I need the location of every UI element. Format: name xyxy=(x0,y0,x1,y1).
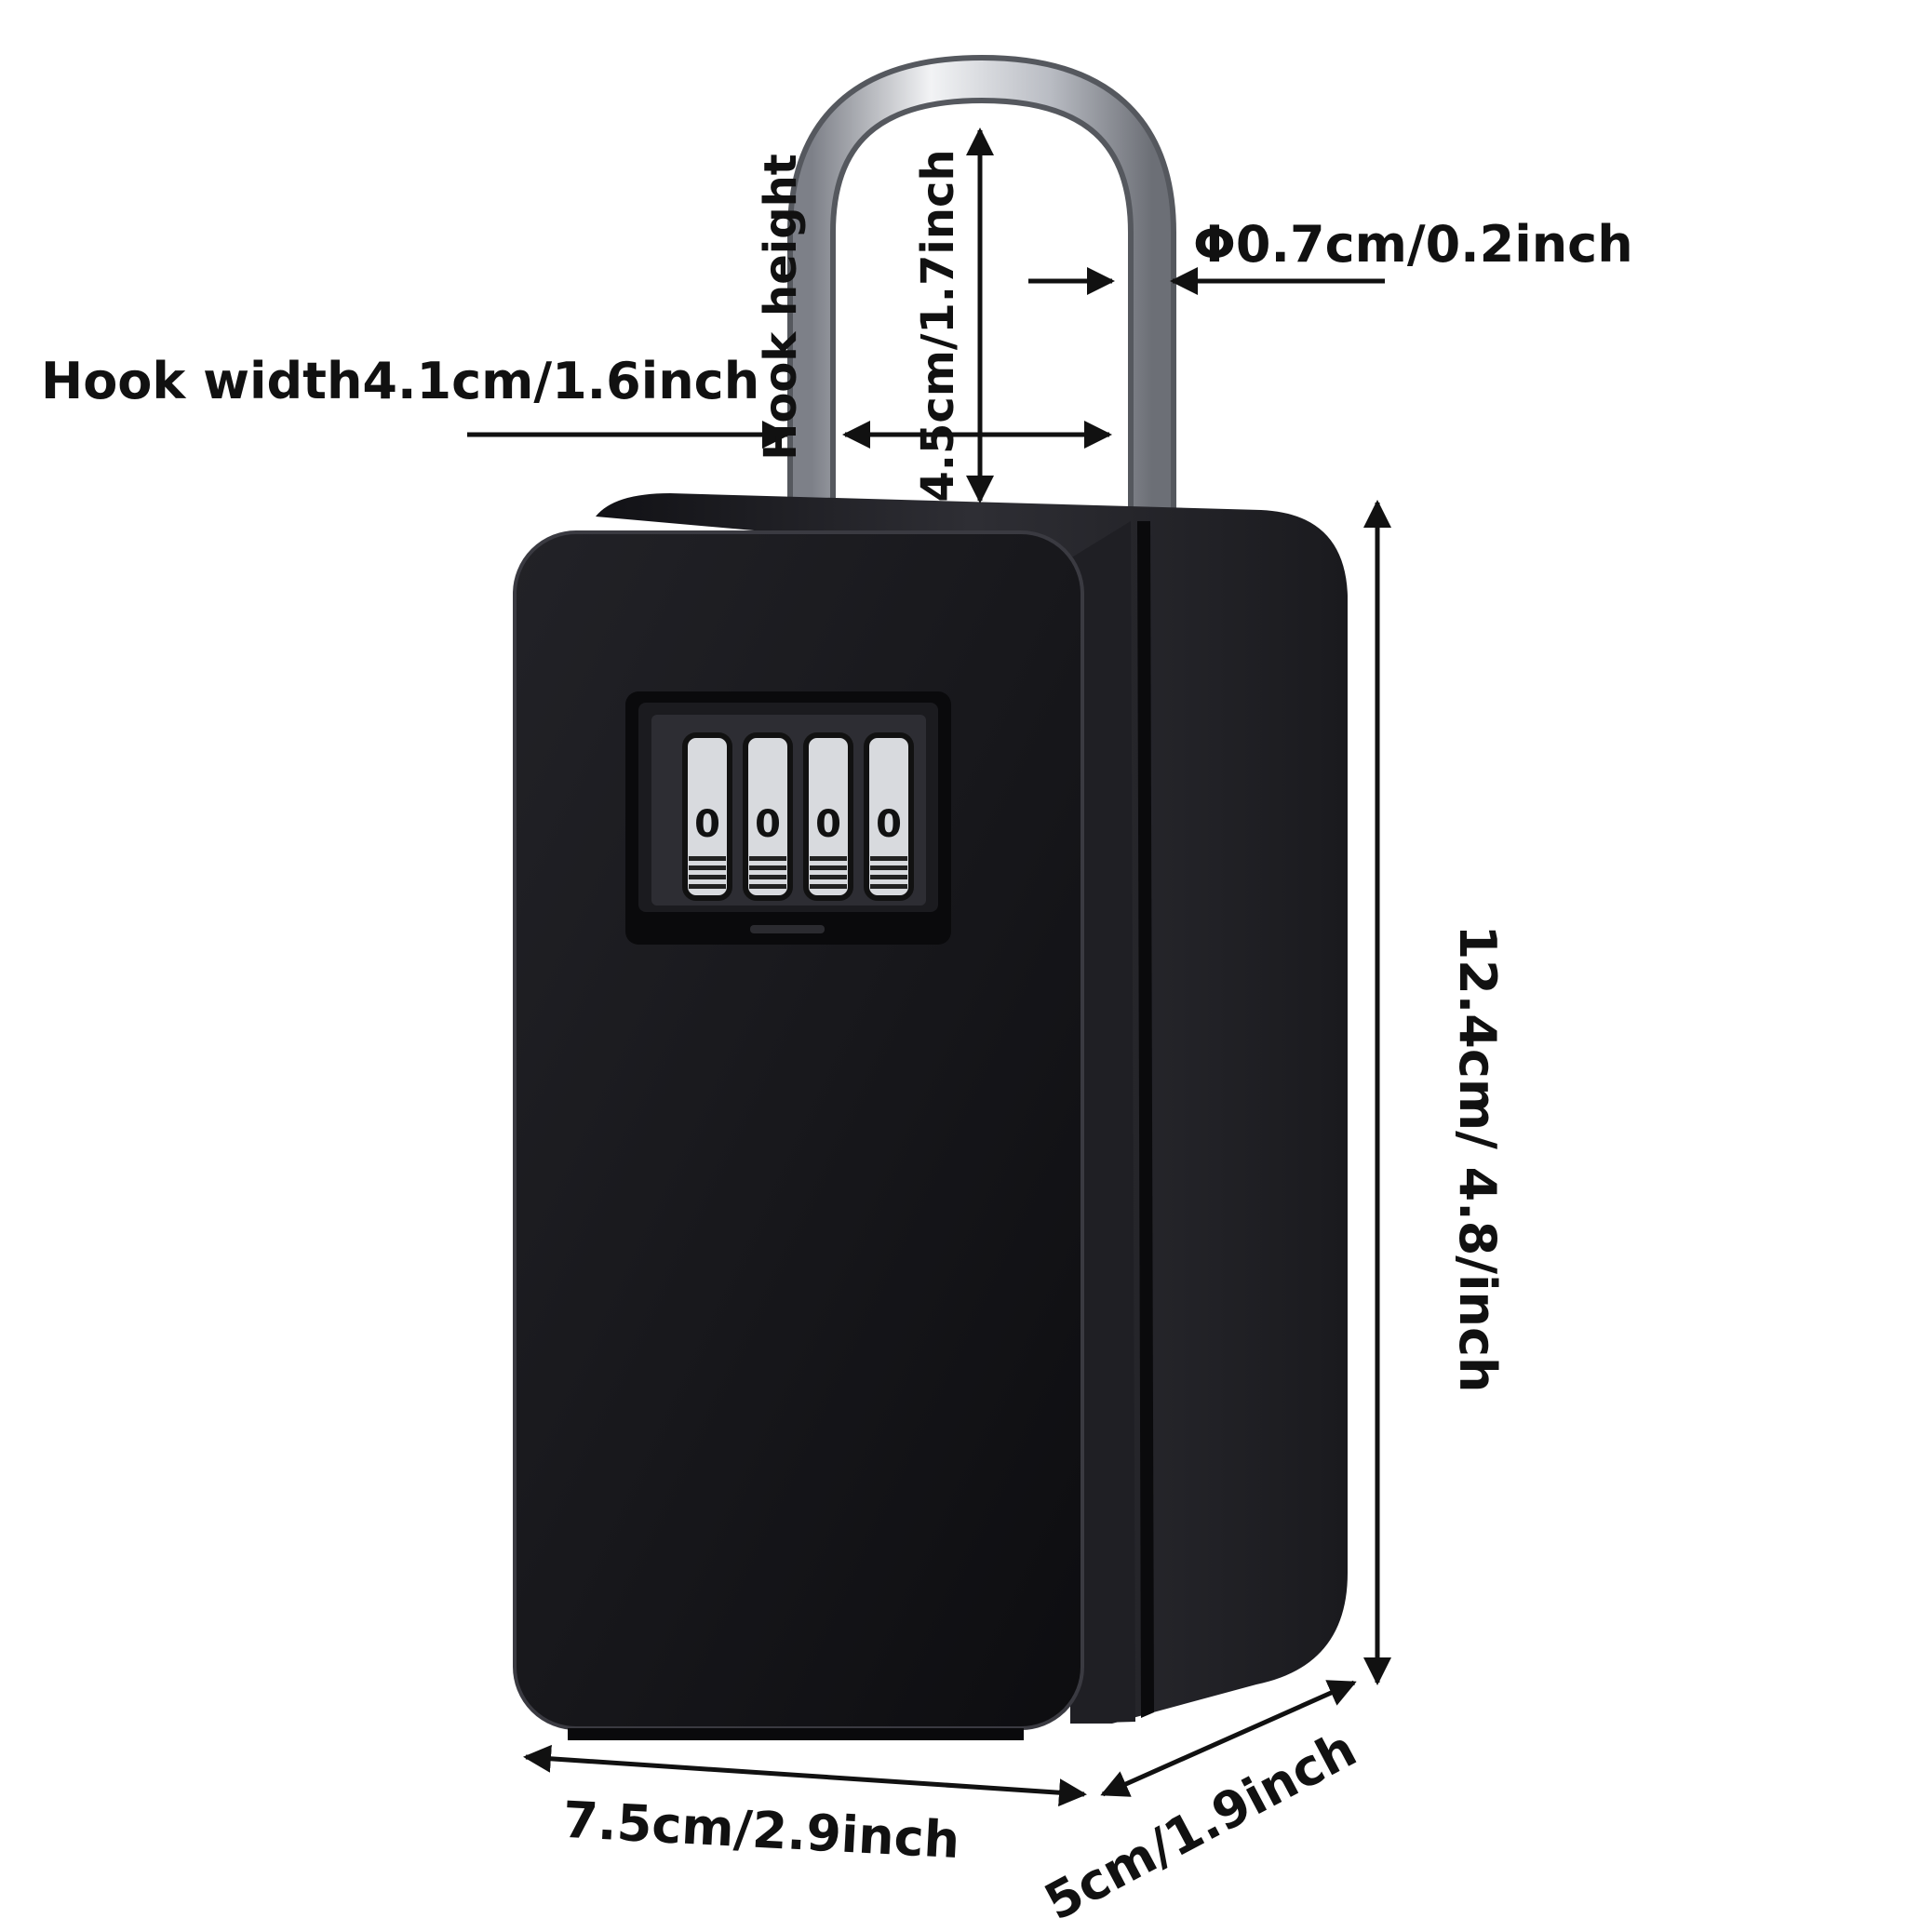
dial-digit-4: 0 xyxy=(876,803,902,846)
dial-digit-1: 0 xyxy=(694,803,720,846)
hook-height-label-line2: 4.5cm/1.7inch xyxy=(912,149,964,503)
height-label: 12.4cm/ 4.8/inch xyxy=(1448,924,1507,1393)
lock-body-side xyxy=(596,493,1348,1724)
dial-wheel-2[interactable]: 0 xyxy=(743,732,793,901)
width-arrow xyxy=(523,1744,1087,1807)
hook-width-label: Hook width4.1cm/1.6inch xyxy=(41,352,760,410)
dial-wheel-4[interactable]: 0 xyxy=(864,732,914,901)
hook-height-label-line1: Hook height xyxy=(755,154,807,461)
dial-wheel-3[interactable]: 0 xyxy=(803,732,853,901)
dimension-arrows xyxy=(467,127,1391,1807)
dial-wheel-1[interactable]: 0 xyxy=(682,732,732,901)
dial-digit-3: 0 xyxy=(815,803,841,846)
shackle xyxy=(787,54,1176,545)
dial-digit-2: 0 xyxy=(755,803,781,846)
depth-arrow xyxy=(1100,1680,1357,1797)
shackle-diameter-label: Φ0.7cm/0.2inch xyxy=(1193,215,1633,274)
